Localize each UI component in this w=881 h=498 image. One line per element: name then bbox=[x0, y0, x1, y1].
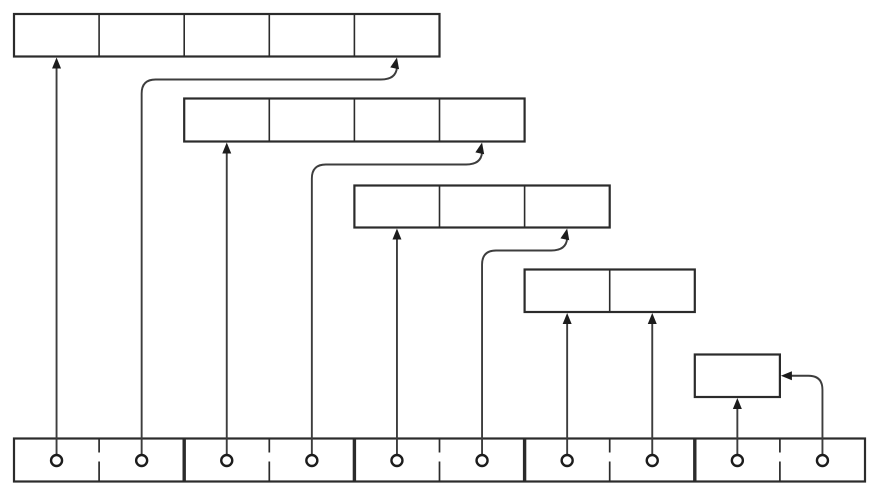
arrowhead-2 bbox=[390, 57, 400, 70]
pointer-arrow-10 bbox=[789, 374, 824, 454]
pointer-arrow-2 bbox=[140, 67, 398, 454]
pointer-arrow-6 bbox=[481, 238, 569, 454]
pointer-9 bbox=[732, 398, 742, 454]
pointer-arrow-4 bbox=[310, 152, 483, 454]
array-row-4 bbox=[523, 268, 696, 314]
arrowhead-3 bbox=[222, 142, 232, 154]
arrowhead-7 bbox=[562, 313, 572, 324]
pointer-slot-3 bbox=[220, 453, 234, 468]
pointer-3 bbox=[222, 142, 232, 454]
arrowhead-4 bbox=[475, 142, 485, 155]
array-row-1 bbox=[12, 12, 441, 58]
pointer-slot-2 bbox=[134, 453, 149, 468]
array-row-3-outline bbox=[353, 184, 611, 229]
pointer-8 bbox=[647, 313, 657, 454]
pointer-slot-5 bbox=[390, 453, 404, 468]
array-row-5-outline bbox=[693, 353, 781, 399]
pointer-slot-6 bbox=[475, 453, 489, 468]
pointer-array bbox=[12, 437, 867, 483]
arrowhead-10 bbox=[780, 371, 792, 381]
arrowhead-1 bbox=[52, 57, 62, 69]
arrowhead-6 bbox=[560, 228, 570, 241]
pointer-6 bbox=[481, 228, 570, 454]
arrowhead-8 bbox=[647, 313, 657, 324]
pointer-1 bbox=[52, 57, 62, 454]
pointer-slot-10 bbox=[815, 453, 830, 468]
pointer-slot-4 bbox=[305, 453, 319, 468]
pointer-10 bbox=[780, 371, 824, 454]
pointer-4 bbox=[310, 142, 485, 454]
pointer-5 bbox=[392, 228, 402, 454]
array-row-2 bbox=[183, 97, 526, 143]
arrowhead-5 bbox=[392, 228, 402, 240]
pointer-7 bbox=[562, 313, 572, 454]
pointer-slot-8 bbox=[645, 453, 659, 468]
array-row-5 bbox=[693, 353, 781, 399]
pointer-slot-9 bbox=[730, 453, 745, 468]
pointer-slot-7 bbox=[560, 453, 574, 468]
array-row-3 bbox=[353, 184, 611, 229]
arrowhead-9 bbox=[732, 398, 742, 409]
pointer-slot-1 bbox=[49, 453, 64, 468]
pointer-2 bbox=[140, 57, 400, 454]
array-row-1-outline bbox=[12, 12, 441, 58]
